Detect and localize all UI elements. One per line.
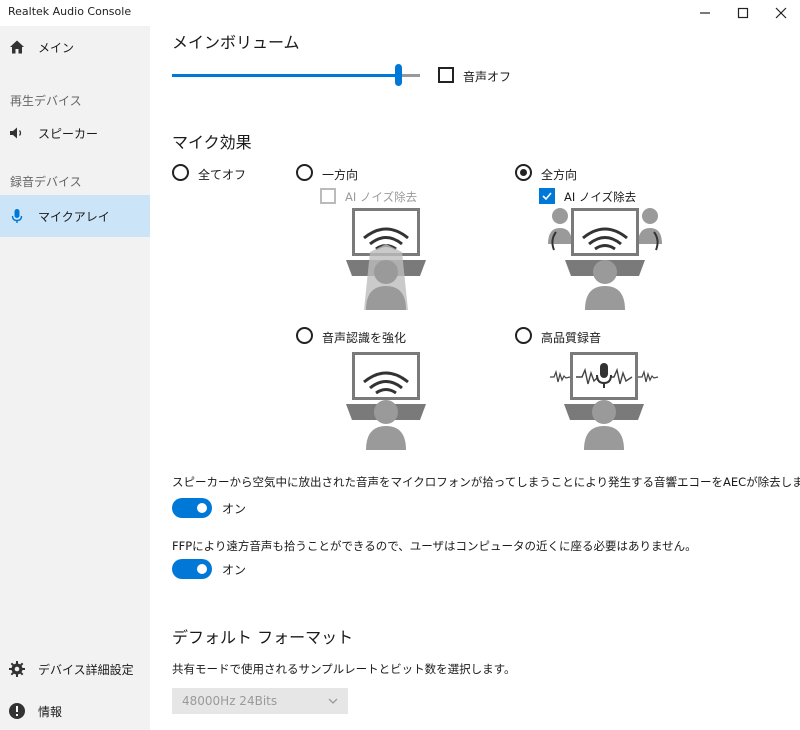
microphone-icon [8, 207, 26, 225]
ai-noise-label-omnidirectional: AI ノイズ除去 [564, 190, 637, 204]
speaker-icon [8, 124, 26, 142]
maximize-icon [737, 7, 749, 19]
aec-toggle[interactable] [172, 498, 212, 518]
radio-label-unidirectional: 一方向 [322, 168, 359, 182]
default-format-heading: デフォルト フォーマット [172, 628, 354, 647]
minimize-button[interactable] [686, 0, 724, 26]
title-bar: Realtek Audio Console [0, 0, 800, 26]
sidebar-item-mic-array[interactable]: マイクアレイ [0, 195, 150, 237]
sidebar: メイン 再生デバイス スピーカー 録音デバイス マイクアレイ [0, 26, 150, 730]
info-icon [8, 702, 26, 720]
ffp-toggle[interactable] [172, 559, 212, 579]
sidebar-item-main[interactable]: メイン [0, 26, 150, 68]
radio-unidirectional[interactable] [296, 164, 313, 181]
ai-noise-label-unidirectional: AI ノイズ除去 [345, 190, 418, 204]
high-quality-recording-illustration [550, 352, 659, 450]
radio-label-all-off: 全てオフ [198, 168, 247, 182]
radio-high-quality-recording[interactable] [515, 327, 532, 344]
radio-label-omnidirectional: 全方向 [541, 168, 578, 182]
format-select-value: 48000Hz 24Bits [182, 694, 278, 708]
home-icon [8, 38, 26, 56]
sidebar-item-label: メイン [38, 40, 75, 55]
ffp-toggle-label: オン [222, 563, 247, 577]
main-content: メインボリューム 音声オフ マイク効果 全てオフ 一方向 AI ノイズ除去 全方… [172, 0, 800, 730]
sidebar-item-info[interactable]: 情報 [0, 690, 150, 730]
mic-effects-heading: マイク効果 [172, 133, 252, 152]
sidebar-item-speaker[interactable]: スピーカー [0, 112, 150, 154]
aec-toggle-label: オン [222, 502, 247, 516]
section-recording-devices: 録音デバイス [10, 175, 82, 189]
radio-dot [520, 169, 527, 176]
section-playback-devices: 再生デバイス [10, 94, 82, 108]
radio-omnidirectional[interactable] [515, 164, 532, 181]
format-select[interactable]: 48000Hz 24Bits [172, 688, 348, 714]
checkmark-icon [542, 192, 552, 201]
window-controls [686, 0, 800, 26]
sidebar-item-label: 情報 [38, 704, 63, 719]
radio-label-voice-recognition: 音声認識を強化 [322, 331, 407, 345]
mute-label: 音声オフ [463, 70, 512, 84]
app-title: Realtek Audio Console [8, 5, 132, 18]
omnidirectional-illustration [548, 208, 662, 310]
ai-noise-checkbox-omnidirectional[interactable] [539, 188, 555, 204]
maximize-button[interactable] [724, 0, 762, 26]
minimize-icon [700, 12, 710, 14]
slider-fill [172, 74, 398, 77]
unidirectional-illustration [346, 208, 426, 310]
sidebar-item-advanced-settings[interactable]: デバイス詳細設定 [0, 648, 150, 690]
chevron-down-icon [328, 698, 338, 704]
aec-description: スピーカーから空気中に放出された音声をマイクロフォンが拾ってしまうことにより発生… [172, 475, 800, 489]
radio-all-off[interactable] [172, 164, 189, 181]
mute-checkbox[interactable] [438, 67, 454, 83]
toggle-knob [197, 503, 207, 513]
sidebar-item-label: デバイス詳細設定 [38, 662, 134, 677]
ai-noise-checkbox-unidirectional[interactable] [320, 188, 336, 204]
sidebar-item-label: スピーカー [38, 126, 99, 141]
slider-thumb[interactable] [394, 64, 402, 86]
ffp-description: FFPにより遠方音声も拾うことができるので、ユーザはコンピュータの近くに座る必要… [172, 539, 697, 553]
voice-recognition-illustration [346, 352, 426, 450]
gear-icon [8, 660, 26, 678]
radio-voice-recognition[interactable] [296, 327, 313, 344]
close-icon [775, 7, 787, 19]
toggle-knob [197, 564, 207, 574]
main-volume-slider[interactable] [172, 64, 420, 86]
main-volume-heading: メインボリューム [172, 33, 300, 52]
radio-label-high-quality-recording: 高品質録音 [541, 331, 602, 345]
close-button[interactable] [762, 0, 800, 26]
sidebar-item-label: マイクアレイ [38, 209, 110, 224]
default-format-description: 共有モードで使用されるサンプルレートとビット数を選択します。 [172, 662, 516, 676]
